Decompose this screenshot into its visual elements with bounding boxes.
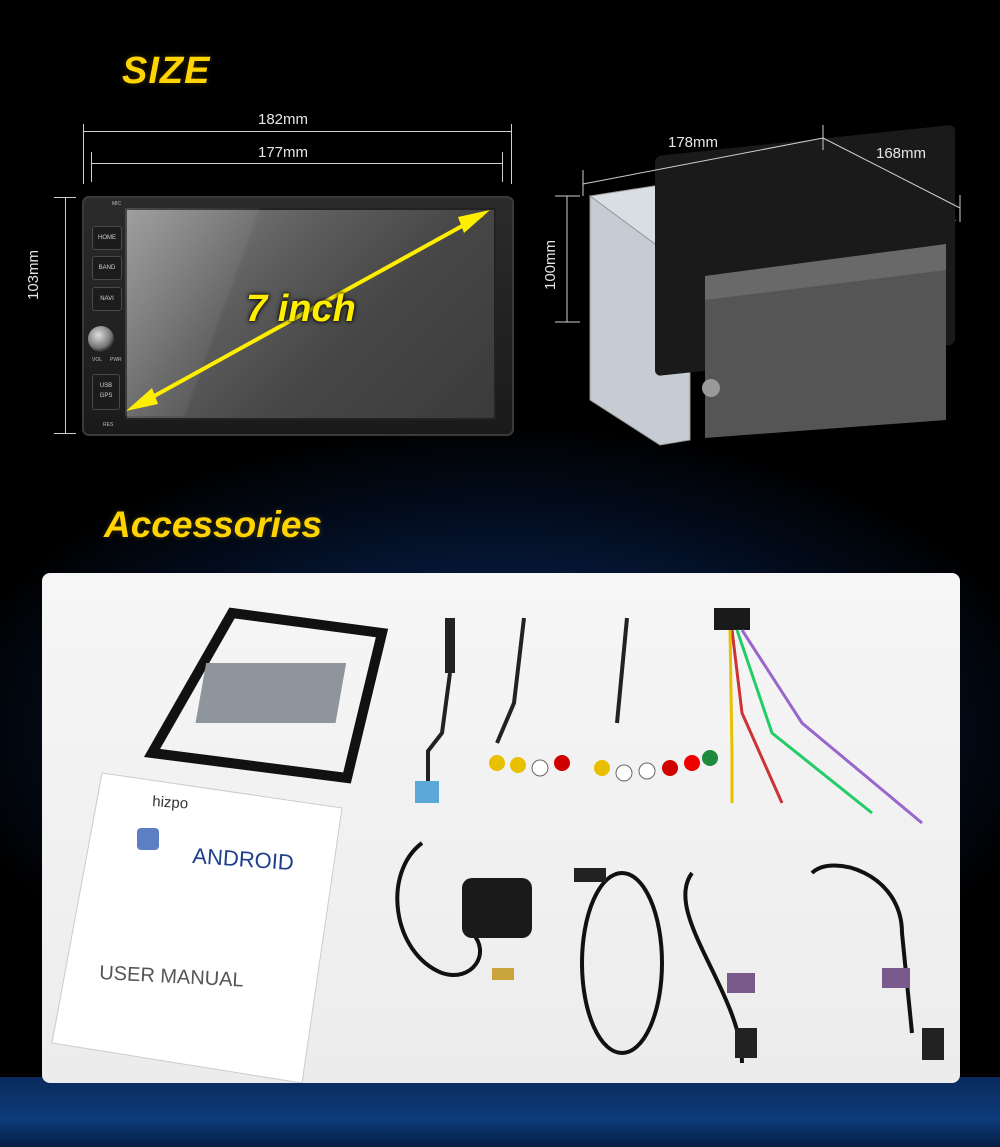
navi-button: NAVI <box>92 287 122 311</box>
mic-label: MIC <box>112 201 122 207</box>
antenna-plug <box>415 781 439 803</box>
power-harness <box>714 608 923 825</box>
dim-tick-right-outer <box>511 124 512 184</box>
size-heading: SIZE <box>122 50 211 92</box>
volume-knob-icon <box>88 326 114 352</box>
android-robot-icon <box>137 828 159 850</box>
mounting-bracket <box>195 663 347 723</box>
fm-antenna <box>426 672 452 793</box>
usb-cable-3 <box>810 863 944 1060</box>
dim-line-182 <box>83 131 511 132</box>
gps-label: GPS <box>99 393 113 399</box>
width-outer-label: 182mm <box>258 111 309 128</box>
home-button: HOME <box>92 226 122 250</box>
pwr-label: PWR <box>110 357 122 363</box>
dim-tick-left-inner <box>91 152 92 182</box>
gps-antenna <box>395 841 532 980</box>
band-button: BAND <box>92 256 122 280</box>
dim-tick-left-outer <box>83 124 84 184</box>
accessories-heading: Accessories <box>104 504 323 545</box>
dim-line-103 <box>65 197 66 433</box>
arrow-head-left-icon <box>126 388 158 411</box>
mounting-frame <box>143 607 389 784</box>
dim-tick-bottom-h <box>54 433 76 434</box>
vol-label: VOL <box>92 357 103 363</box>
side-depth-label: 168mm <box>876 145 927 162</box>
usb-gps-button: USB GPS <box>92 374 120 410</box>
side-width-label: 178mm <box>668 134 719 151</box>
user-manual <box>51 772 343 1083</box>
rca-cable-1 <box>489 617 570 777</box>
manual-brand: hizpo <box>152 793 189 812</box>
rca-cable-2 <box>594 617 718 782</box>
usb-label: USB <box>99 383 113 389</box>
side-knob-icon <box>702 379 720 397</box>
diagonal-label: 7 inch <box>246 288 356 330</box>
side-height-label: 100mm <box>542 239 559 290</box>
arrow-head-right-icon <box>458 210 490 233</box>
bottom-glow <box>0 1077 1000 1147</box>
res-label: RES <box>103 422 114 428</box>
width-inner-label: 177mm <box>258 144 309 161</box>
dim-line-177 <box>91 163 502 164</box>
usb-cable-2 <box>683 871 757 1064</box>
accessories-illustration: hizpo ANDROID USER MANUAL <box>51 607 944 1083</box>
dim-tick-right-inner <box>502 152 503 182</box>
usb-cable-1 <box>574 868 664 1055</box>
